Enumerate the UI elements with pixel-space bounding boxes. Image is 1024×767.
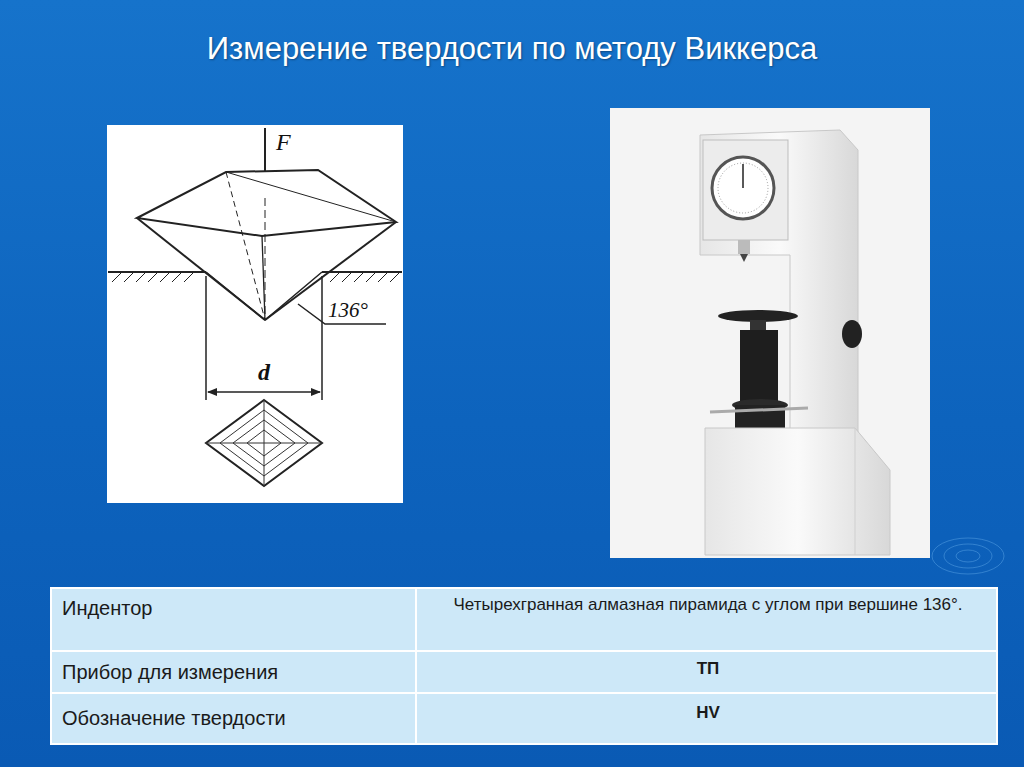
ripple-decor (932, 538, 1004, 574)
vickers-pyramid-drawing (108, 128, 402, 486)
diagram-panel (107, 125, 403, 503)
table-cell: ТП (425, 658, 991, 680)
table-cell: Четырехгранная алмазная пирамида с углом… (425, 593, 991, 617)
photo-panel (610, 108, 930, 558)
ground-hatching (112, 272, 400, 282)
hardness-tester (700, 130, 890, 555)
table-cell: Прибор для измерения (62, 660, 407, 684)
table-cell: Обозначение твердости (62, 706, 407, 730)
info-table (50, 587, 998, 745)
table-cell: HV (425, 702, 991, 724)
table-cell: Индентор (62, 596, 407, 620)
force-label: F (276, 128, 306, 156)
imprint-hatching (206, 400, 322, 486)
diagonal-label: d (246, 358, 282, 386)
slide-title: Измерение твердости по методу Виккерса (0, 30, 1024, 68)
angle-label: 136° (328, 298, 392, 322)
